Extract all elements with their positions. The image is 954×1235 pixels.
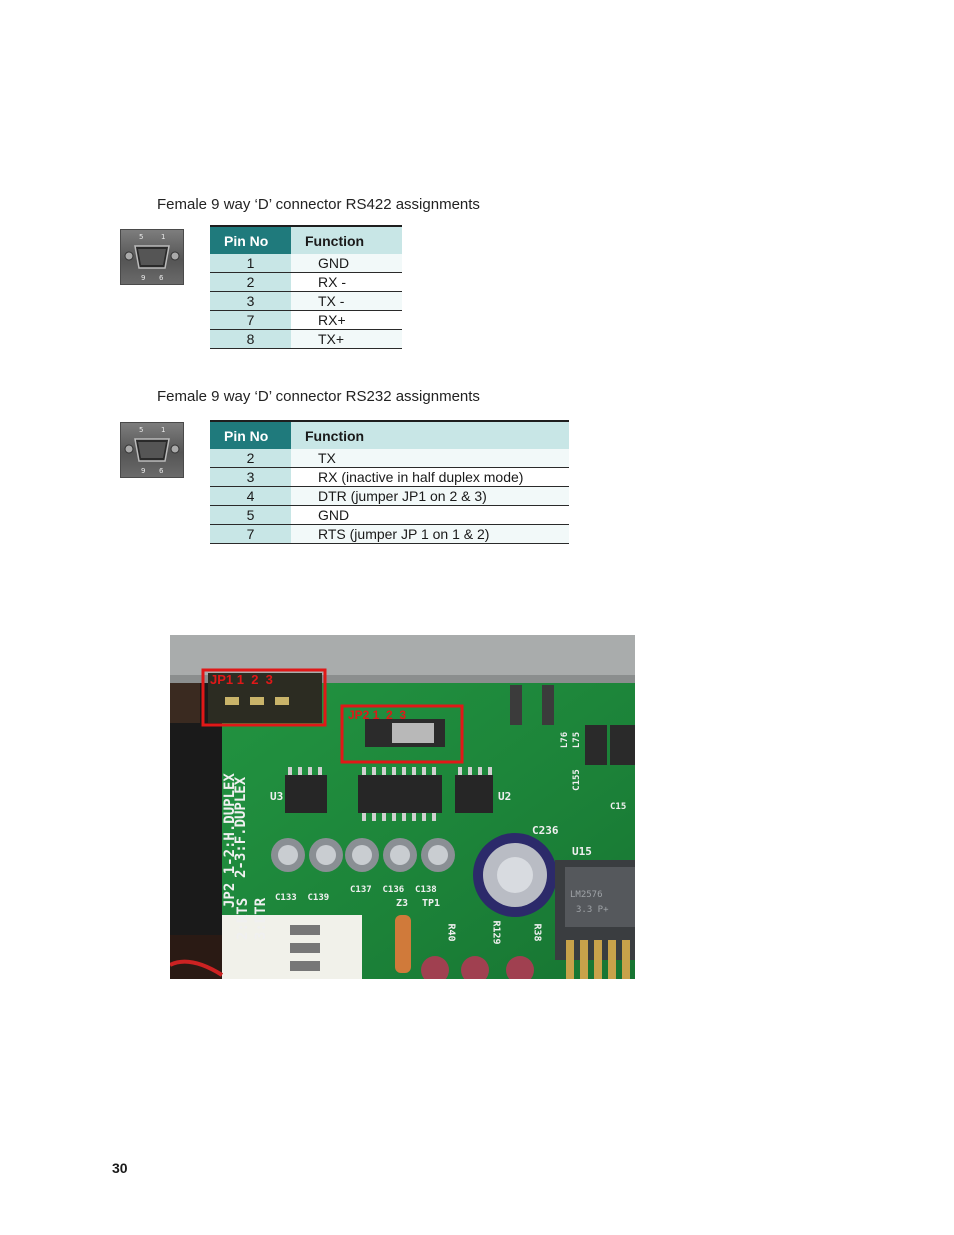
function-cell: RX (inactive in half duplex mode) <box>291 467 569 487</box>
pin-cell: 3 <box>210 291 291 311</box>
function-cell: TX+ <box>291 329 402 349</box>
function-cell: DTR (jumper JP1 on 2 & 3) <box>291 486 569 506</box>
pin-label: 5 <box>139 426 144 434</box>
silkscreen-r38: R38 <box>531 923 543 942</box>
silkscreen-cap-labels-2: C133 C139 <box>275 893 330 903</box>
pin-cell: 2 <box>210 272 291 292</box>
pcb-illustration <box>170 635 635 979</box>
silkscreen-u3: U3 <box>270 790 284 803</box>
silkscreen-r40: R40 <box>445 923 457 942</box>
pin-cell: 4 <box>210 486 291 506</box>
pin-cell: 1 <box>210 254 291 273</box>
silkscreen-l76: L76 <box>560 731 571 749</box>
silkscreen-u15: U15 <box>572 845 592 858</box>
silkscreen-dtr-text: 3:DTR <box>253 897 269 940</box>
pin-column-header: Pin No <box>210 420 291 449</box>
function-cell: TX <box>291 449 569 468</box>
pin-label: 9 <box>141 274 146 282</box>
pin-column-header: Pin No <box>210 225 291 254</box>
pin-label: 6 <box>159 274 164 282</box>
rs232-section-title: Female 9 way ‘D’ connector RS232 assignm… <box>157 388 480 405</box>
pin-cell: 7 <box>210 310 291 330</box>
function-cell: RTS (jumper JP 1 on 1 & 2) <box>291 524 569 544</box>
silkscreen-u2: U2 <box>498 790 512 803</box>
jp1-label: JP1 1 2 3 <box>210 672 273 687</box>
silkscreen-duplex-text: 2-3:F.DUPLEX <box>233 776 249 878</box>
silkscreen-z3: Z3 <box>396 898 409 909</box>
function-cell: GND <box>291 254 402 273</box>
rs422-section-title: Female 9 way ‘D’ connector RS422 assignm… <box>157 196 480 213</box>
silkscreen-c236: C236 <box>532 824 559 837</box>
function-column-header: Function <box>291 225 402 254</box>
pin-label: 5 <box>139 233 144 241</box>
silkscreen-c15: C15 <box>610 802 627 812</box>
pin-label: 1 <box>161 233 166 241</box>
d-connector-icon: 5 1 9 6 <box>120 229 184 285</box>
d-shell-shape <box>124 438 180 462</box>
d-shell-shape <box>124 245 180 269</box>
silkscreen-rts-text: 2:RTS <box>235 897 251 940</box>
function-cell: RX - <box>291 272 402 292</box>
jp2-highlight-box <box>340 704 464 764</box>
ic-marking-2: 3.3 P+ <box>576 905 609 915</box>
function-cell: RX+ <box>291 310 402 330</box>
function-cell: TX - <box>291 291 402 311</box>
jp2-label: JP2 1 2 3 <box>348 708 407 722</box>
silkscreen-r129: R129 <box>490 920 502 945</box>
pin-label: 6 <box>159 467 164 475</box>
jp1-highlight-box <box>201 668 327 727</box>
pin-label: 1 <box>161 426 166 434</box>
d-connector-icon: 5 1 9 6 <box>120 422 184 478</box>
silkscreen-cap-labels: C137 C136 C138 <box>350 885 437 895</box>
silkscreen-tp1: TP1 <box>422 898 441 909</box>
function-column-header: Function <box>291 420 569 449</box>
silkscreen-c155: C155 <box>571 769 582 791</box>
silkscreen-l75: L75 <box>572 731 583 749</box>
pin-cell: 2 <box>210 449 291 468</box>
pin-cell: 3 <box>210 467 291 487</box>
function-cell: GND <box>291 505 569 525</box>
ic-marking-1: LM2576 <box>570 890 603 900</box>
pcb-photo: JP1 1 2 3 JP2 1 2 3 JP2 1-2:H.DUPLEX 2-3… <box>170 635 635 979</box>
pin-label: 9 <box>141 467 146 475</box>
pin-cell: 8 <box>210 329 291 349</box>
pin-cell: 7 <box>210 524 291 544</box>
pin-cell: 5 <box>210 505 291 525</box>
page-number: 30 <box>112 1160 128 1176</box>
